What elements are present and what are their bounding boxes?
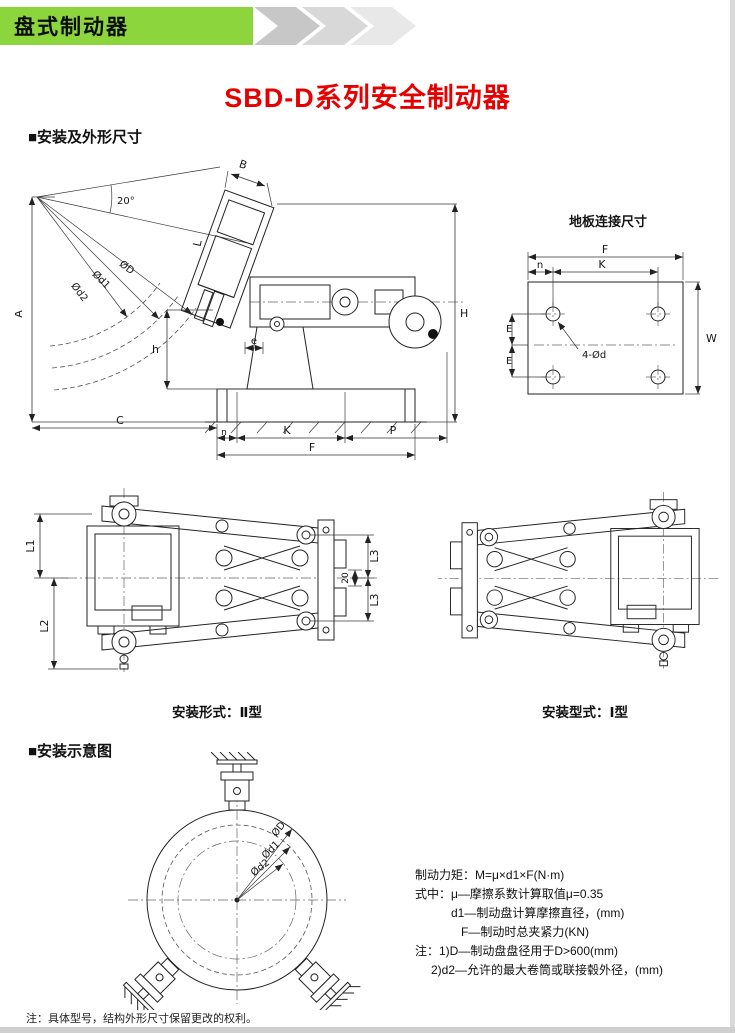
- footer-note: 注：具体型号，结构外形尺寸保留更改的权利。: [26, 1013, 257, 1025]
- dimension-lines: [28, 170, 459, 460]
- plate-dim-e1: E: [506, 324, 512, 335]
- bolt-holes: [534, 302, 677, 389]
- caption-type2: 安装形式：Ⅱ型: [172, 705, 262, 720]
- formula-line: 注：1)D—制动盘盘径用于D>600(mm): [415, 944, 619, 958]
- dim-label-dd2: Ød2: [68, 280, 90, 304]
- dim-label-a: A: [15, 310, 25, 318]
- plate-dim-e2: E: [506, 356, 512, 367]
- type2-dimensions: [34, 513, 374, 670]
- dim-label-c: C: [116, 414, 124, 427]
- dim-label-l3b: L3: [368, 593, 381, 606]
- disc-arcs: [49, 282, 197, 391]
- brake-unit-bottom-left: [117, 949, 192, 1010]
- section-heading-schematic: ■安装示意图: [28, 743, 113, 760]
- dim-label-angle: 20°: [117, 196, 135, 207]
- formula-block: 制动力矩：M=μ×d1×F(N·m) 式中：μ—摩擦系数计算取值μ=0.35 d…: [415, 866, 733, 980]
- main-dimension-drawing: A B 20° ØD Ød1 Ød2 L h e n C K F P H: [15, 157, 468, 460]
- dim-label-b: B: [237, 157, 248, 172]
- dim-label-20: 20: [341, 572, 351, 584]
- type1-drawing: [438, 491, 719, 670]
- page-edge: [730, 0, 735, 1033]
- formula-line: F—制动时总夹紧力(KN): [461, 925, 589, 939]
- dim-label-l3a: L3: [368, 549, 381, 562]
- fan-lines: [36, 166, 253, 320]
- plate-dim-k: K: [598, 258, 606, 271]
- formula-line: 2)d2—允许的最大卷筒或联接毂外径，(mm): [431, 963, 664, 977]
- diameter-leaders: ØD Ød1 Ød2: [236, 819, 293, 901]
- page-title: SBD-D系列安全制动器: [224, 83, 511, 113]
- section-heading-dimensions: ■安装及外形尺寸: [28, 129, 143, 146]
- dim-label-dd: ØD: [117, 258, 137, 277]
- brake-unit-bottom-right: [286, 945, 361, 1010]
- top-banner: 盘式制动器: [0, 7, 735, 45]
- dim-label-f: F: [309, 441, 315, 454]
- dim-label-h: h: [152, 343, 159, 356]
- schematic-label-dd: ØD: [269, 819, 288, 839]
- plate-dim-holes: 4-Ød: [582, 349, 606, 361]
- plate-dim-w: W: [706, 332, 717, 345]
- dim-label-n: n: [221, 428, 227, 438]
- floor-plate-drawing: 地板连接尺寸: [506, 214, 717, 395]
- page-edge: [0, 1027, 735, 1033]
- brake-unit-top: [210, 752, 258, 811]
- dim-label-k: K: [283, 424, 291, 437]
- banner-title: 盘式制动器: [0, 7, 253, 45]
- formula-line: 式中：μ—摩擦系数计算取值μ=0.35: [415, 887, 604, 901]
- dim-label-l2: L2: [38, 619, 51, 632]
- dim-label-l1: L1: [24, 539, 37, 552]
- plate-dimensions: [508, 252, 702, 395]
- brake-assembly: [66, 487, 378, 673]
- brake-assembly-mirrored: [438, 491, 719, 670]
- dim-label-e: e: [251, 336, 257, 347]
- plate-dim-f: F: [602, 243, 608, 256]
- formula-line: d1—制动盘计算摩擦直径，(mm): [451, 906, 625, 920]
- formula-line: 制动力矩：M=μ×d1×F(N·m): [415, 868, 565, 882]
- type2-drawing: L1 L2 L3 20 L3: [24, 487, 381, 673]
- dim-label-hh: H: [460, 307, 468, 320]
- plate-outline: [527, 281, 684, 395]
- plate-dim-n: n: [537, 260, 543, 271]
- brake-body: [180, 189, 463, 434]
- dim-label-p: P: [390, 424, 397, 437]
- caption-type1: 安装型式：Ⅰ型: [541, 705, 629, 720]
- dim-label-l: L: [191, 238, 205, 248]
- installation-schematic: ØD Ød1 Ød2: [117, 752, 361, 1010]
- floor-plate-title: 地板连接尺寸: [569, 214, 647, 230]
